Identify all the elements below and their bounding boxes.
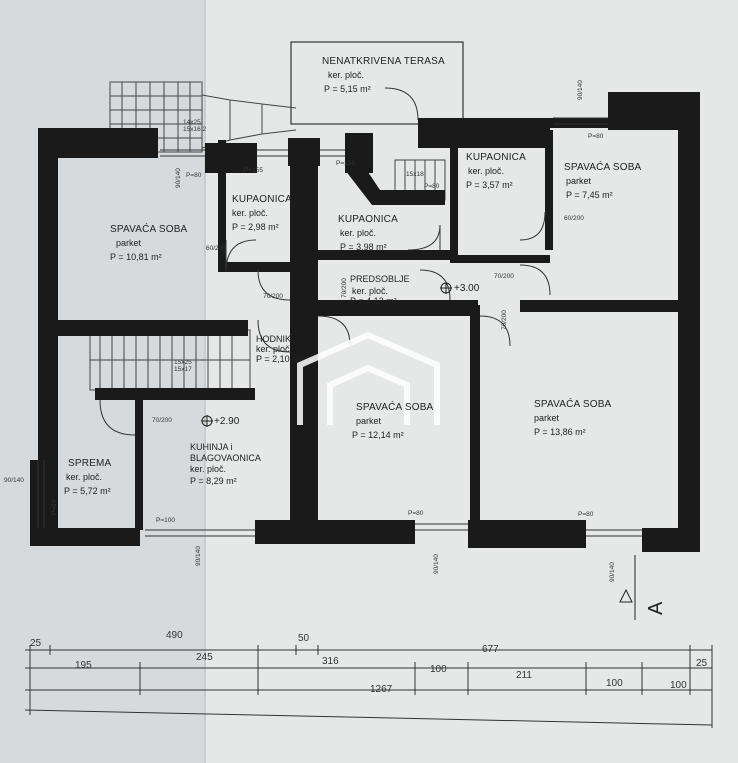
door-tag: 90/140 (175, 168, 182, 188)
room-area: P = 3,98 m² (340, 242, 387, 252)
level-marker-upper (440, 282, 452, 294)
section-marker (619, 555, 636, 620)
stair-tag: 15x25 (174, 359, 192, 366)
room-floor: ker. ploč. (232, 208, 268, 218)
room-area: P = 7,45 m² (566, 190, 613, 200)
dim-label: 490 (166, 630, 183, 641)
room-floor: ker. ploč. (328, 70, 364, 80)
room-name: PREDSOBLJE (350, 274, 410, 284)
door-tag: 90/140 (577, 80, 584, 100)
dim-label: 25 (696, 658, 708, 669)
dim-label: 245 (196, 652, 213, 663)
section-label: A (645, 601, 667, 615)
walls (30, 92, 700, 552)
opening-label: P=100 (156, 517, 175, 524)
room-name: NENATKRIVENA TERASA (322, 56, 445, 67)
door-tag: 70/200 (494, 273, 514, 280)
room-name: KUPAONICA (466, 152, 526, 163)
dimension-lines (24, 645, 713, 728)
door-tag: 90/140 (609, 562, 616, 582)
room-name: KUHINJA i (190, 442, 233, 452)
room-floor: ker. ploč. (190, 464, 226, 474)
stair-tag: 15x16,2 (183, 126, 207, 133)
door-tag: 60/200 (564, 215, 584, 222)
door-tag: 70/200 (263, 293, 283, 300)
room-area: P = 4,13 m² (350, 296, 397, 306)
room-floor: ker. ploč. (468, 166, 504, 176)
room-labels: NENATKRIVENA TERASA ker. ploč. P = 5,15 … (64, 56, 642, 496)
room-area: P = 5,72 m² (64, 486, 111, 496)
terrace-outline (290, 41, 464, 125)
room-area: P = 2,10 m² (256, 354, 303, 364)
room-area: P = 10,81 m² (110, 252, 162, 262)
room-floor: parket (534, 413, 560, 423)
level-label: +2.90 (214, 416, 240, 427)
door-tag: 90/140 (195, 546, 202, 566)
room-floor: ker. ploč. (340, 228, 376, 238)
room-area: P = 8,29 m² (190, 476, 237, 486)
windows (37, 117, 642, 537)
room-name: HODNIK (256, 334, 291, 344)
opening-label: P=80 (408, 510, 424, 517)
door-tags: 60/200 70/200 70/200 60/200 70/200 70/20… (4, 80, 616, 582)
room-name: SPAVAĆA SOBA (110, 222, 188, 235)
opening-label: P=155 (244, 167, 263, 174)
door-tag: 90/140 (4, 477, 24, 484)
dim-label: 100 (606, 678, 623, 689)
room-floor: parket (356, 416, 382, 426)
level-marker-lower (201, 415, 213, 427)
dim-label: 677 (482, 644, 499, 655)
opening-label: P=155 (336, 160, 355, 167)
room-floor: parket (116, 238, 142, 248)
room-area: P = 5,15 m² (324, 84, 371, 94)
opening-label: P=80 (578, 511, 594, 518)
room-floor: ker. ploč. (352, 286, 388, 296)
room-name: SPREMA (68, 458, 112, 469)
doors (99, 87, 551, 436)
dim-label: 211 (516, 670, 532, 681)
room-name-2: BLAGOVAONICA (190, 453, 261, 463)
room-name: KUPAONICA (232, 194, 292, 205)
dim-label: 100 (670, 680, 687, 691)
opening-label: P=80 (186, 172, 202, 179)
stair-tags: 14x25 15x16,2 15x18 15x25 15x17 (174, 119, 424, 373)
dim-label: 195 (75, 660, 92, 671)
room-area: P = 13,86 m² (534, 427, 586, 437)
dim-label: 316 (322, 656, 339, 667)
stair-tag: 15x17 (174, 366, 192, 373)
room-name: SPAVAĆA SOBA (534, 397, 612, 410)
opening-label: P=80 (424, 183, 440, 190)
dim-label: 25 (30, 638, 42, 649)
room-area: P = 2,98 m² (232, 222, 279, 232)
room-area: P = 3,57 m² (466, 180, 513, 190)
room-area: P = 12,14 m² (352, 430, 404, 440)
door-tag: 70/200 (152, 417, 172, 424)
room-name: SPAVAĆA SOBA (356, 400, 434, 413)
dim-label: 1267 (370, 684, 393, 695)
dimension-labels: 25 490 50 677 195 245 316 100 211 25 126… (30, 630, 708, 695)
paper-left (0, 0, 205, 763)
room-floor: ker. ploč. (256, 344, 292, 354)
room-name: KUPAONICA (338, 214, 398, 225)
door-tag: 70/200 (341, 278, 348, 298)
level-label: +3.00 (454, 283, 480, 294)
opening-labels: P=80 P=155 P=155 P=80 P=80 P=80 P=100 P=… (51, 133, 604, 524)
opening-label: P=90 (51, 499, 58, 515)
opening-label: P=80 (588, 133, 604, 140)
dim-label: 50 (298, 633, 310, 644)
stair-tag: 15x18 (406, 171, 424, 178)
room-floor: ker. ploč. (66, 472, 102, 482)
door-tag: 60/200 (206, 245, 226, 252)
watermark-logo (297, 331, 440, 425)
room-name: SPAVAĆA SOBA (564, 160, 642, 173)
door-tag: 70/200 (501, 310, 508, 330)
door-tag: 90/140 (433, 554, 440, 574)
room-floor: parket (566, 176, 592, 186)
dim-label: 100 (430, 664, 447, 675)
stair-tag: 14x25 (183, 119, 201, 126)
